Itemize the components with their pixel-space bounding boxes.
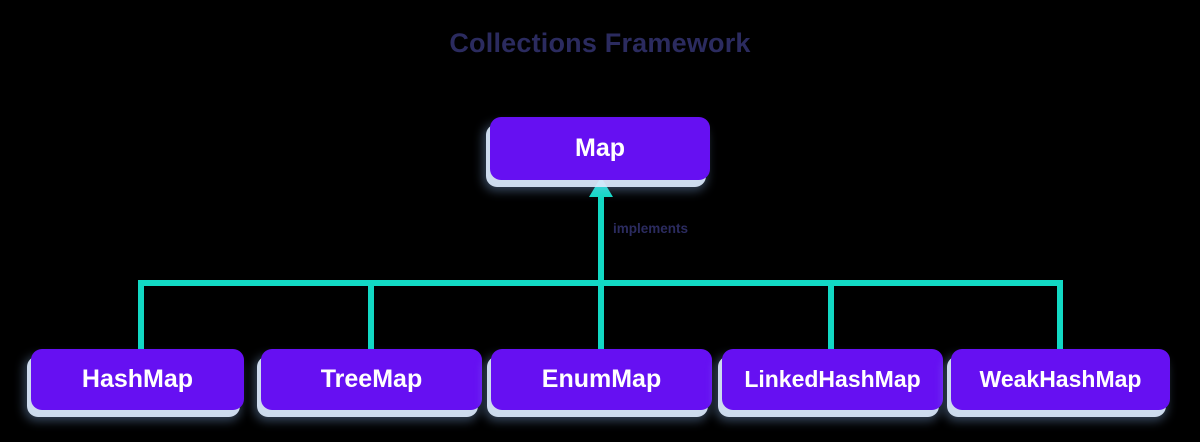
node-map[interactable]: Map (490, 117, 710, 180)
node-weakhashmap[interactable]: WeakHashMap (951, 349, 1170, 410)
arrow-head-icon (589, 177, 613, 197)
node-treemap[interactable]: TreeMap (261, 349, 482, 410)
node-linkedhashmap[interactable]: LinkedHashMap (722, 349, 943, 410)
node-map-label: Map (575, 134, 625, 162)
node-linkedhashmap-label: LinkedHashMap (744, 366, 921, 392)
node-enummap-label: EnumMap (541, 365, 662, 393)
node-hashmap-label: HashMap (81, 365, 194, 393)
node-hashmap[interactable]: HashMap (31, 349, 244, 410)
node-treemap-label: TreeMap (320, 365, 423, 393)
node-weakhashmap-label: WeakHashMap (979, 366, 1142, 392)
page-title: Collections Framework (449, 28, 751, 58)
node-enummap[interactable]: EnumMap (491, 349, 712, 410)
relationship-label: implements (613, 221, 689, 236)
